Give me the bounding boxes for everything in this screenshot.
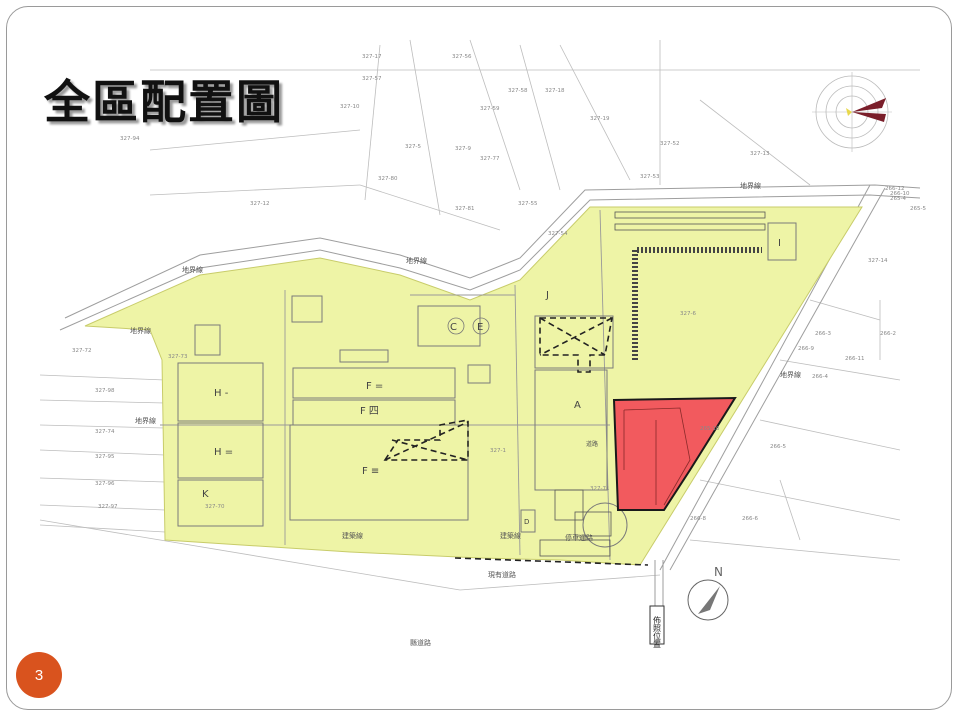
lot-number-layer: 327-17 327-56 327-57 327-58 327-59 327-18 327-…: [72, 54, 926, 522]
lot-number: 327-19: [590, 116, 610, 122]
building-label-k: K: [202, 489, 209, 500]
building-label-a: A: [574, 400, 581, 411]
lot-number: 327-96: [95, 481, 115, 487]
lot-number: 327-95: [95, 454, 115, 460]
building-label-i: I: [778, 238, 781, 249]
road-existing-label: 現有道路: [488, 570, 516, 579]
lot-number: 327-70: [205, 504, 225, 510]
lot-number: 266-9: [798, 346, 814, 352]
lot-number: 327-56: [452, 54, 472, 60]
lot-number: 266-10: [890, 191, 910, 197]
road-note-label: 道路: [586, 440, 598, 448]
page-title: 全區配置圖: [44, 75, 284, 129]
building-label-j: J: [545, 290, 549, 301]
lot-number: 327-94: [120, 136, 140, 142]
building-label-e: E: [477, 322, 483, 333]
lot-number: 327-13: [750, 151, 770, 157]
lot-number: 327-80: [378, 176, 398, 182]
boundary-label-1: 地界線: [182, 265, 203, 274]
site-area: [84, 206, 863, 566]
building-label-f1: F =: [366, 381, 383, 392]
lot-number: 327-5: [405, 144, 421, 150]
cadastral-lines: [39, 39, 920, 591]
svg-text:佈照位置: 佈照位置: [653, 615, 662, 648]
lot-number: 327-6: [680, 311, 696, 317]
lot-number: 327-55: [518, 201, 538, 207]
svg-text:N: N: [714, 565, 723, 579]
circle-c-marker: [447, 317, 465, 335]
lot-number: 327-73: [168, 354, 188, 360]
lot-number: 327-59: [480, 106, 500, 112]
highlighted-plot: [612, 396, 737, 511]
lot-number: 327-53: [640, 174, 660, 180]
lot-number: 327-9: [455, 146, 471, 152]
lot-number: 327-98: [95, 388, 115, 394]
building-label-f3: F ≡: [362, 466, 379, 477]
lot-number: 266-8: [690, 516, 706, 522]
boundary-label-3: 地界線: [740, 181, 761, 190]
lot-number: 265-10: [700, 426, 720, 432]
lot-number: 327-52: [660, 141, 679, 147]
build-line-label-1: 建築線: [342, 531, 363, 540]
boundary-label-4: 地界線: [130, 326, 151, 335]
north-arrow-icon: N: [687, 565, 729, 621]
highlighted-plot-inner: [623, 407, 691, 506]
lot-number: 327-57: [362, 76, 382, 82]
building-label-d: D: [524, 518, 529, 526]
lot-number: 266-3: [815, 331, 831, 337]
building-label-c: C: [450, 322, 457, 333]
lot-number: 327-54: [548, 231, 568, 237]
lot-number: 327-1: [490, 448, 506, 454]
circle-e-marker: [472, 317, 490, 335]
lot-number: 266-5: [770, 444, 786, 450]
building-label-h1: H -: [214, 388, 229, 399]
wind-rose-icon: [812, 72, 892, 152]
lot-number: 265-5: [910, 206, 926, 212]
lot-number: 265-4: [890, 196, 906, 202]
road-bottom-label: 縣道路: [410, 638, 431, 647]
lot-number: 266-6: [742, 516, 758, 522]
page-number-badge: 3: [16, 652, 62, 698]
parking-rows: [539, 211, 766, 557]
lot-number: 327-12: [250, 201, 269, 207]
photo-position-label: 佈照位置: [649, 605, 665, 648]
building-label-f2: F 四: [360, 406, 379, 417]
boundary-label-6: 地界線: [780, 370, 801, 379]
lot-number: 327-17: [362, 54, 382, 60]
dashed-outlines: [383, 317, 649, 566]
boundary-label-5: 地界線: [135, 416, 156, 425]
lot-number: 327-77: [480, 156, 500, 162]
lot-number: 266-2: [880, 331, 896, 337]
lot-number: 327-18: [545, 88, 565, 94]
parking-road-label: 停車通路: [565, 533, 593, 542]
lot-number: 327-97: [98, 504, 118, 510]
lot-number: 327-71: [590, 486, 609, 492]
lot-number: 327-72: [72, 348, 91, 354]
building-label-h2: H =: [214, 447, 233, 458]
build-line-label-2: 建築線: [500, 531, 521, 540]
lot-number: 327-58: [508, 88, 528, 94]
lot-number: 327-10: [340, 104, 360, 110]
lot-number: 327-14: [868, 258, 888, 264]
lot-number: 266-11: [845, 356, 864, 362]
lot-number: 327-74: [95, 429, 115, 435]
lot-number: 327-81: [455, 206, 474, 212]
lot-number: 266-4: [812, 374, 828, 380]
boundary-label-2: 地界線: [406, 256, 427, 265]
lot-number: 266-12: [885, 186, 904, 192]
